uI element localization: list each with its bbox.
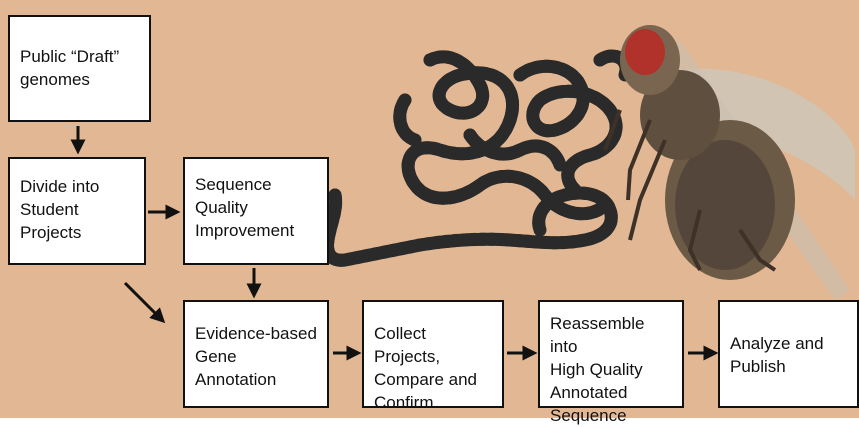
step-reassemble-annotated-sequence: Reassemble into High Quality Annotated S… (538, 300, 684, 425)
fruit-fly-image (603, 25, 855, 300)
step-evidence-based-gene-annotation: Evidence-based Gene Annotation (183, 300, 329, 408)
step-label: Analyze and Publish (730, 334, 824, 376)
step-label: Public “Draft” genomes (20, 47, 120, 89)
flow-arrows (70, 126, 719, 361)
step-divide-student-projects: Divide into Student Projects (8, 157, 146, 265)
step-label: Collect Projects, Compare and Confirm (374, 324, 478, 412)
step-analyze-and-publish: Analyze and Publish (718, 300, 859, 408)
polytene-chromosome-image (0, 0, 859, 418)
step-collect-compare-confirm: Collect Projects, Compare and Confirm (362, 300, 504, 412)
arrow-icon (123, 281, 166, 324)
step-label: Evidence-based Gene Annotation (195, 324, 317, 389)
step-label: Sequence Quality Improvement (195, 175, 295, 240)
step-public-draft-genomes: Public “Draft” genomes (8, 15, 151, 122)
step-label: Reassemble into High Quality Annotated S… (550, 314, 645, 425)
step-sequence-quality-improvement: Sequence Quality Improvement (183, 157, 329, 265)
step-label: Divide into Student Projects (20, 177, 100, 242)
